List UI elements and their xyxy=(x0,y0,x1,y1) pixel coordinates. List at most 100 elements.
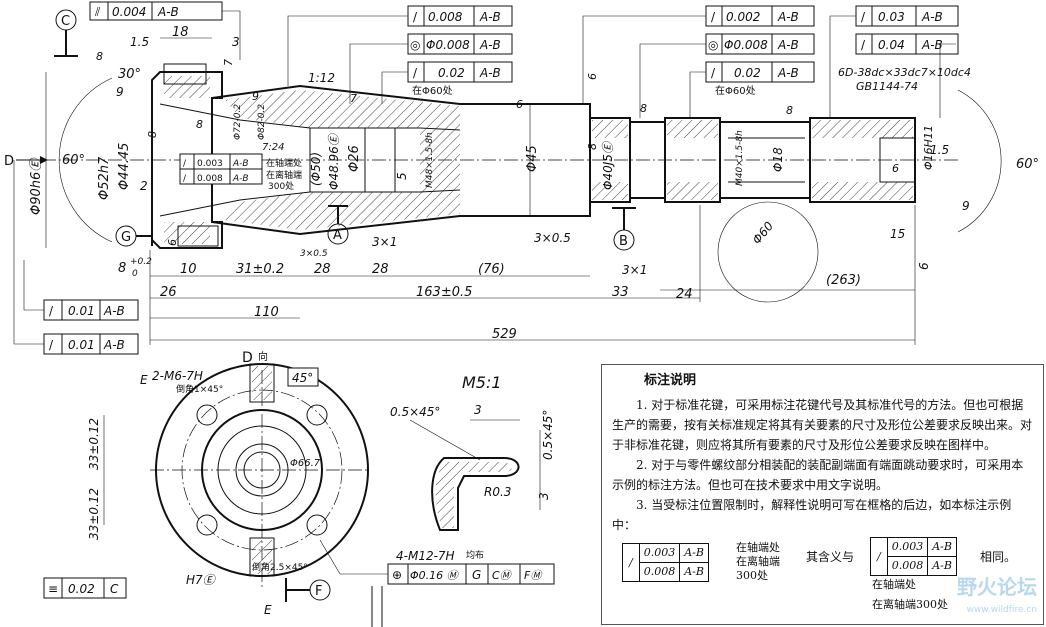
fcf-value: 0.02 xyxy=(734,66,761,80)
fcf-value: 0.008 xyxy=(888,557,929,575)
watermark-name: 野火论坛 xyxy=(957,575,1037,599)
fcf-value: 0.03 xyxy=(878,10,905,24)
dim-263: (263) xyxy=(826,273,861,288)
fcf-datum: A-B xyxy=(232,159,249,169)
roughness-8-e: 8 xyxy=(786,104,793,117)
fcf-datum-extra: CⓂ xyxy=(492,569,513,582)
fcf-datum: A-B xyxy=(103,304,125,318)
dim-phi60-circle: Φ60 xyxy=(750,219,777,247)
notes-paragraph-3: 3. 当受标注位置限制时，解释性说明可写在框格的后边，如本标注示例中： xyxy=(612,498,1012,532)
detail-chamfer-h: 0.5×45° xyxy=(390,405,440,419)
dim-9: 9 xyxy=(116,85,124,99)
fcf-symbol: / xyxy=(861,10,866,24)
fcf-symbol: ⊕ xyxy=(392,568,402,582)
dim-phi40: Φ40J5Ⓔ xyxy=(601,140,615,190)
roughness-8-b: 8 xyxy=(196,118,203,131)
detail-3-h: 3 xyxy=(474,403,482,417)
fcf-symbol: / xyxy=(183,159,187,169)
fcf-symbol: / xyxy=(861,38,866,52)
roughness-8-a: 8 xyxy=(96,50,103,63)
dim-3x1-b: 3×1 xyxy=(622,263,647,277)
roughness-6-b: 6 xyxy=(166,239,179,246)
view-33-a: 33±0.12 xyxy=(87,418,101,470)
dim-3x0.5-a: 3×0.5 xyxy=(300,249,328,259)
view-33-b: 33±0.12 xyxy=(87,488,101,540)
dim-3x0.5-b: 3×0.5 xyxy=(534,231,571,245)
dim-m40: M40×1.5-8h xyxy=(735,130,745,186)
roughness-6-d: 6 xyxy=(586,73,599,80)
fcf-datum: G xyxy=(472,568,481,582)
fcf-symbol: ≡ xyxy=(48,582,58,596)
fcf-runout-5: / 0.03 A-B xyxy=(855,5,959,27)
fcf-datum: A-B xyxy=(479,38,501,52)
fcf-datum: A-B xyxy=(777,38,799,52)
dim-24: 24 xyxy=(676,287,693,302)
example-note: 在轴端处 xyxy=(872,578,916,591)
runout-icon: / xyxy=(623,544,640,581)
datum-f: F xyxy=(315,584,322,599)
dim-60deg-left: 60° xyxy=(62,153,85,168)
dim-529: 529 xyxy=(492,327,517,342)
view-label-d: D xyxy=(242,350,253,366)
dim-8-tol-upper: +0.2 xyxy=(130,257,152,267)
view-phi66: Φ66.7 xyxy=(290,458,321,469)
fcf-runout-6: / 0.04 A-B xyxy=(855,33,959,55)
datum-b: B xyxy=(619,234,628,249)
fcf-symbol: ⫽ xyxy=(94,5,101,19)
runout-icon: / xyxy=(871,538,888,575)
fcf-symmetry: ≡ 0.02 C xyxy=(43,577,127,599)
dim-15-bottom: 15 xyxy=(890,227,905,241)
fcf-value: 0.002 xyxy=(726,10,760,24)
main-dimensions: 18 1.5 3 30° 9 60° Φ90h6Ⓔ Φ52h7 Φ44.45 2… xyxy=(29,25,1039,345)
dim-taper: 1:12 xyxy=(308,71,335,85)
bottom-fcf-group: ≡ 0.02 C ⊕ Φ0.16 Ⓜ G CⓂ FⓂ xyxy=(43,539,555,627)
datum-g: G xyxy=(121,230,131,245)
fcf-concentric-1: ◎ Φ0.008 A-B xyxy=(407,33,513,55)
fcf-value: 0.02 xyxy=(68,582,95,596)
fcf-datum: A-B xyxy=(103,338,125,352)
dim-3x1-a: 3×1 xyxy=(372,235,397,249)
dim-5: 5 xyxy=(395,172,409,180)
fcf-runout-4: / 0.02 A-B 在Φ60处 xyxy=(705,61,815,97)
example-note: 在轴端处 xyxy=(736,541,780,554)
roughness-6-c: 6 xyxy=(892,162,899,175)
fcf-datum: A-B xyxy=(479,66,501,80)
dim-spline: 6D-38dc×33dc7×10dc4 xyxy=(838,66,971,79)
fcf-value: 0.01 xyxy=(68,338,95,352)
detail-r03: R0.3 xyxy=(484,485,511,499)
fcf-value: Φ0.008 xyxy=(426,38,470,52)
dim-163: 163±0.5 xyxy=(416,285,472,300)
fcf-value: 0.008 xyxy=(428,10,463,24)
fcf-symbol: / xyxy=(49,338,54,352)
fcf-datum: A-B xyxy=(777,10,799,24)
view-m12-evenly: 均布 xyxy=(466,549,484,561)
example-meaning-suffix: 相同。 xyxy=(980,550,1017,564)
fcf-value: 0.003 xyxy=(197,159,223,169)
dim-phi18: Φ18 xyxy=(771,147,785,172)
view-chamfer2: 倒角2.5×45° xyxy=(252,561,308,573)
fcf-datum: A-B xyxy=(921,10,943,24)
dim-28-a: 28 xyxy=(314,262,331,277)
dim-phi90: Φ90h6Ⓔ xyxy=(29,157,44,215)
fcf-symbol: / xyxy=(49,304,54,318)
fcf-value: 0.01 xyxy=(68,304,95,318)
dim-phi48: Φ48.96Ⓔ xyxy=(327,132,341,190)
fcf-value: 0.04 xyxy=(878,38,905,52)
view-chamfer1: 倒角1×45° xyxy=(176,383,223,395)
fcf-datum: A-B xyxy=(921,38,943,52)
fcf-left-1: / 0.01 A-B xyxy=(43,299,139,321)
fcf-runout-3: / 0.002 A-B xyxy=(705,5,815,27)
fcf-symbol: / xyxy=(711,10,716,24)
view-m12: 4-M12-7H xyxy=(396,549,455,563)
location-note: 300处 xyxy=(268,180,294,192)
fcf-value: Φ0.008 xyxy=(724,38,768,52)
notes-title: 标注说明 xyxy=(644,373,697,388)
detail-view: M5:1 0.5×45° 3 0.5×45° R0.3 3 xyxy=(390,373,555,531)
roughness-8-f: 8 xyxy=(586,143,599,150)
dim-110: 110 xyxy=(254,305,279,320)
dim-phi16: Φ16H11 xyxy=(922,125,935,170)
dim-gb: GB1144-74 xyxy=(856,80,918,93)
